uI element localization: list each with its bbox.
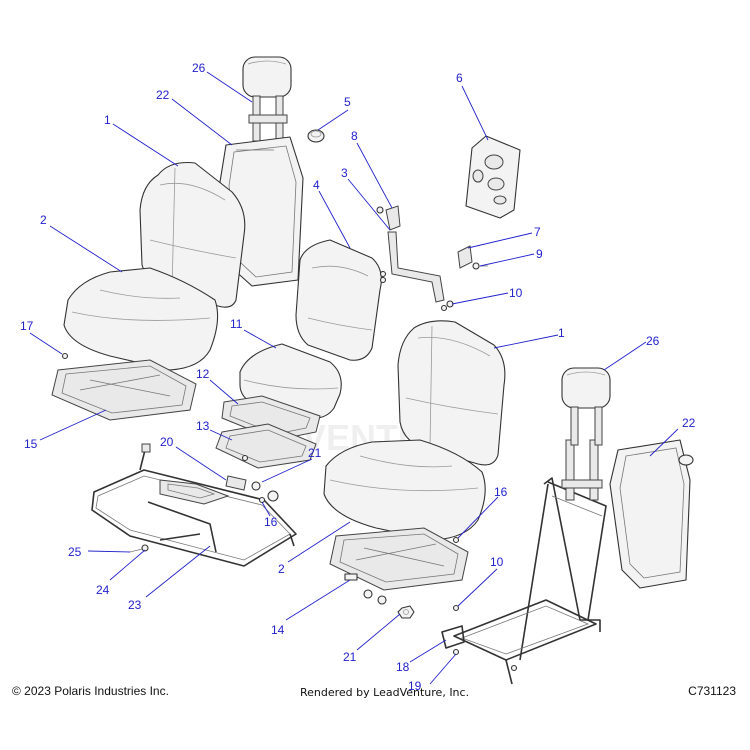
callout-12: 12 — [196, 367, 210, 381]
seat-pan-part-12[interactable] — [221, 395, 321, 441]
callout-14: 14 — [271, 623, 285, 637]
bolt-part-24[interactable] — [129, 544, 149, 553]
callout-21-lower: 21 — [343, 650, 357, 664]
callout-23: 23 — [128, 598, 142, 612]
seat-back-cushion-left[interactable] — [139, 161, 246, 308]
callout-15: 15 — [24, 437, 38, 451]
seat-riser-frame-right[interactable] — [441, 439, 607, 685]
cap-part-right[interactable] — [678, 454, 694, 466]
callout-20: 20 — [160, 435, 174, 449]
seat-pan-part-13[interactable] — [215, 423, 317, 469]
callout-labels: 26 22 5 6 1 8 3 4 2 7 9 10 17 11 1 26 12… — [20, 61, 696, 693]
callout-2-right: 2 — [278, 562, 285, 576]
callout-16-center: 16 — [264, 515, 278, 529]
callout-26-right: 26 — [646, 334, 660, 348]
rendered-by-text: Rendered by LeadVenture, Inc. — [300, 686, 470, 699]
bracket-part-7[interactable] — [457, 245, 473, 269]
fasteners-center[interactable] — [379, 270, 387, 284]
seat-back-panel-right[interactable] — [609, 439, 691, 589]
callout-16-right: 16 — [494, 485, 508, 499]
callout-7: 7 — [534, 225, 541, 239]
callout-8: 8 — [351, 129, 358, 143]
callout-24: 24 — [96, 583, 110, 597]
cap-part-5[interactable] — [307, 129, 325, 143]
nut-part-10-upper[interactable] — [440, 300, 454, 312]
callout-2: 2 — [40, 213, 47, 227]
seat-cushion-left[interactable] — [63, 267, 219, 371]
callout-10-lower: 10 — [490, 555, 504, 569]
callout-19: 19 — [408, 679, 422, 693]
bracket-part-21-center[interactable] — [225, 475, 279, 504]
callout-10: 10 — [509, 286, 523, 300]
callout-6: 6 — [456, 71, 463, 85]
callout-21: 21 — [308, 446, 322, 460]
screw-part-17[interactable] — [61, 352, 69, 360]
bracket-part-3[interactable] — [387, 231, 445, 303]
bolt-part-9[interactable] — [472, 262, 488, 270]
leader-lines — [29, 71, 679, 685]
callout-1-right: 1 — [558, 326, 565, 340]
callout-22-right: 22 — [682, 416, 696, 430]
callout-4: 4 — [313, 178, 320, 192]
bracket-part-8[interactable] — [376, 205, 401, 231]
callout-5: 5 — [344, 95, 351, 109]
nut-part-21-lower[interactable] — [363, 589, 415, 619]
callout-25: 25 — [68, 545, 82, 559]
callout-11: 11 — [230, 317, 243, 331]
seat-cushion-right[interactable] — [323, 439, 486, 541]
diagram-code: C731123 — [688, 684, 736, 698]
seat-pan-right[interactable] — [329, 527, 469, 591]
copyright-text: © 2023 Polaris Industries Inc. — [12, 684, 169, 698]
callout-18: 18 — [396, 660, 410, 674]
center-seat-back[interactable] — [295, 239, 382, 361]
callout-26: 26 — [192, 61, 206, 75]
headrest-right[interactable] — [561, 367, 611, 446]
callout-17: 17 — [20, 319, 34, 333]
mounting-plate-20[interactable] — [159, 479, 230, 505]
callout-13: 13 — [196, 419, 210, 433]
callout-1: 1 — [104, 113, 111, 127]
seat-pan-left[interactable] — [51, 359, 197, 421]
headrest-left[interactable] — [242, 56, 292, 142]
callout-9: 9 — [536, 247, 543, 261]
callout-22: 22 — [156, 88, 170, 102]
screw-part-16[interactable] — [452, 536, 460, 544]
control-module-6[interactable] — [465, 135, 521, 219]
callout-3: 3 — [341, 166, 348, 180]
seat-back-cushion-right[interactable] — [397, 320, 506, 466]
